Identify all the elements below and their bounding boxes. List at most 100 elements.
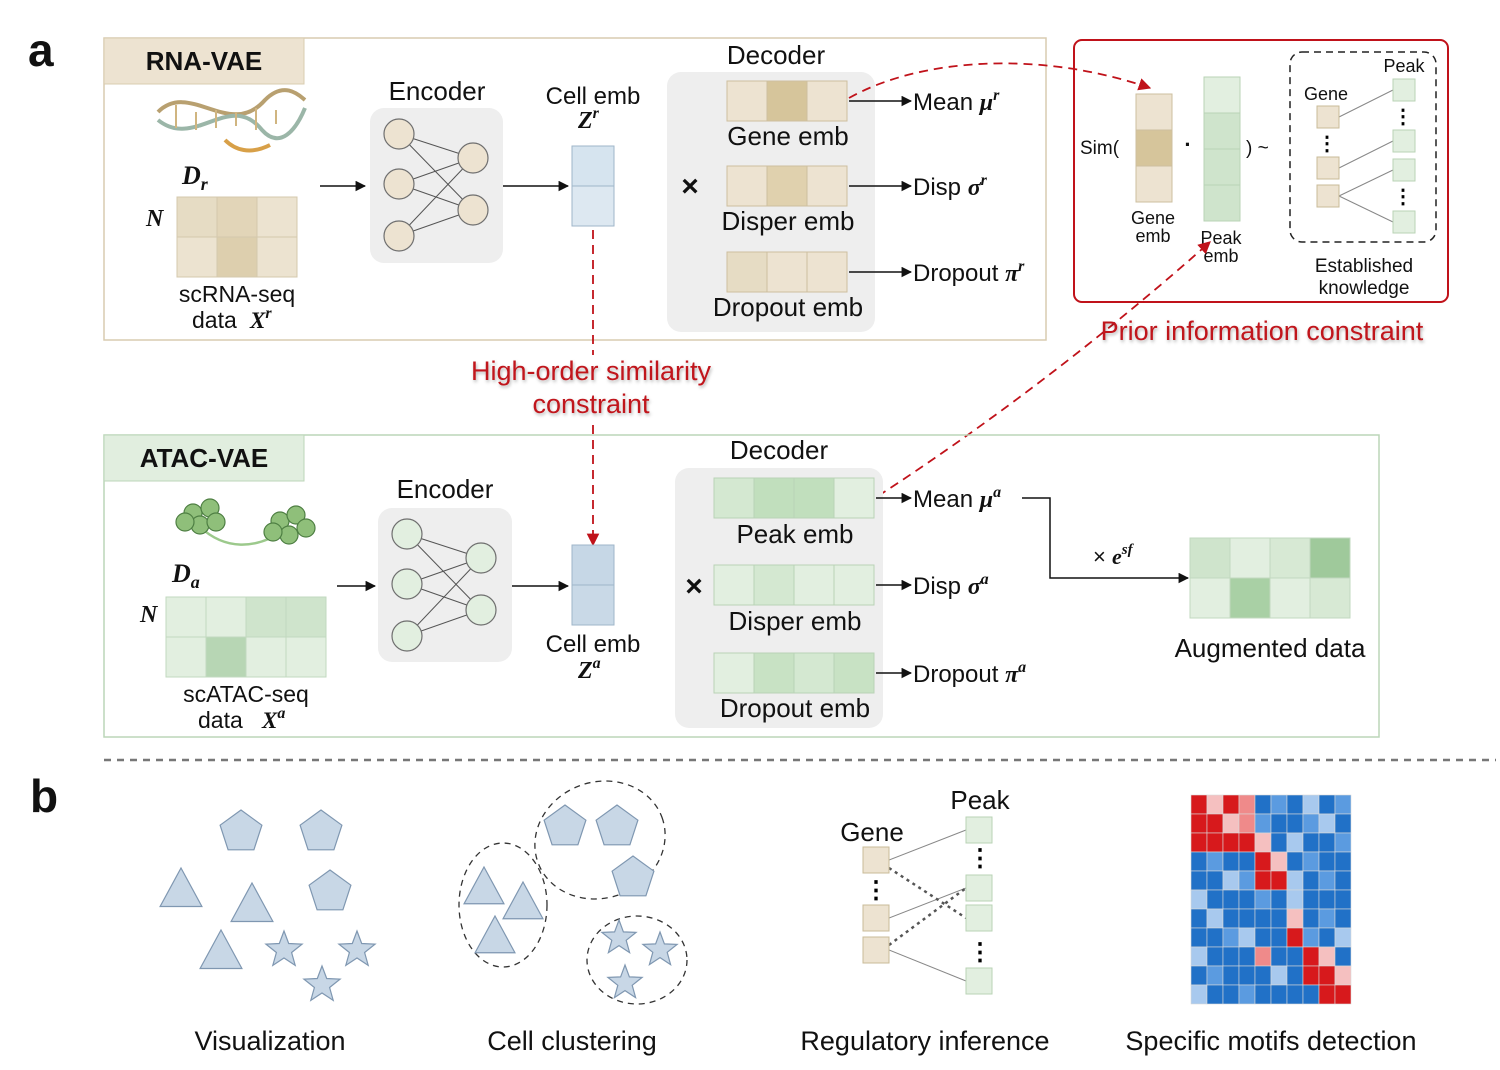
rna-vae-title-box bbox=[103, 37, 305, 85]
matrix-cell bbox=[176, 196, 218, 238]
atac-vae-title: ATAC-VAE bbox=[140, 443, 269, 473]
heatmap-cell bbox=[1286, 851, 1304, 872]
heatmap-cell bbox=[1238, 965, 1256, 986]
rna-data-var: Xr bbox=[249, 305, 272, 333]
heatmap-cell bbox=[1318, 832, 1336, 853]
gene-node bbox=[1316, 105, 1340, 129]
rna-n-label: N bbox=[145, 206, 165, 232]
high-order-label-line2: constraint bbox=[532, 389, 650, 419]
motifs-label: Specific motifs detection bbox=[1125, 1026, 1416, 1056]
heatmap-cell bbox=[1302, 813, 1320, 834]
panel-b-label: b bbox=[30, 770, 58, 822]
emb-cell bbox=[726, 165, 768, 207]
nucleosome bbox=[206, 512, 226, 532]
rna-cell-emb-var: Zr bbox=[577, 105, 600, 134]
regulatory-graph: ⋮⋮⋮ bbox=[862, 816, 993, 995]
gene-node bbox=[862, 846, 890, 874]
heatmap-cell bbox=[1334, 889, 1352, 910]
rna-decoder-label: Decoder bbox=[727, 40, 826, 70]
heatmap-cell bbox=[1206, 832, 1224, 853]
peak-node bbox=[965, 816, 993, 844]
heatmap-cell bbox=[1254, 946, 1272, 967]
rna-dropout-emb-label: Dropout emb bbox=[713, 292, 863, 322]
pentagon-icon bbox=[299, 809, 343, 851]
heatmap-cell bbox=[1190, 984, 1208, 1005]
prior-gene-emb-label-l2: emb bbox=[1135, 226, 1170, 246]
heatmap-cell bbox=[1254, 984, 1272, 1005]
emb-cell bbox=[833, 652, 875, 694]
heatmap-cell bbox=[1270, 984, 1288, 1005]
rna-disper-emb-row bbox=[726, 165, 848, 207]
heatmap-cell bbox=[1270, 927, 1288, 948]
rna-vae-title: RNA-VAE bbox=[146, 46, 263, 76]
emb-cell bbox=[1203, 148, 1241, 186]
emb-cell bbox=[1203, 112, 1241, 150]
heatmap-cell bbox=[1270, 889, 1288, 910]
heatmap-cell bbox=[1222, 889, 1240, 910]
heatmap-cell bbox=[1238, 984, 1256, 1005]
heatmap-cell bbox=[1286, 908, 1304, 929]
prior-information-constraint-label: Prior information constraint bbox=[1101, 316, 1424, 346]
prior-peak-emb-label-l1: Peak bbox=[1200, 228, 1242, 248]
matrix-cell bbox=[256, 236, 298, 278]
cluster-outline bbox=[458, 842, 548, 968]
heatmap-cell bbox=[1254, 889, 1272, 910]
atac-dropout-output: Dropout πa bbox=[913, 659, 1026, 688]
atac-vae-title-box bbox=[103, 434, 305, 482]
matrix-cell bbox=[256, 196, 298, 238]
atac-cell-emb-bottom bbox=[571, 584, 615, 626]
heatmap-cell bbox=[1254, 908, 1272, 929]
matrix-cell bbox=[1189, 537, 1231, 579]
matrix-cell bbox=[165, 596, 207, 638]
matrix-cell bbox=[216, 196, 258, 238]
atac-cell-emb-var: Za bbox=[577, 655, 601, 684]
augmented-data-matrix bbox=[1189, 537, 1351, 619]
heatmap-cell bbox=[1286, 870, 1304, 891]
nucleosome bbox=[279, 525, 299, 545]
heatmap-cell bbox=[1190, 927, 1208, 948]
heatmap-cell bbox=[1270, 946, 1288, 967]
star-icon bbox=[606, 963, 644, 999]
emb-cell bbox=[726, 251, 768, 293]
rna-encoder-label: Encoder bbox=[389, 76, 486, 106]
heatmap-cell bbox=[1190, 908, 1208, 929]
visualization-scatter bbox=[159, 809, 377, 1002]
heatmap-cell bbox=[1302, 832, 1320, 853]
heatmap-cell bbox=[1254, 870, 1272, 891]
motif-heatmap bbox=[1190, 794, 1352, 1005]
emb-cell bbox=[753, 652, 795, 694]
knowledge-edge bbox=[1338, 195, 1394, 223]
knowledge-edge bbox=[1338, 89, 1394, 118]
heatmap-cell bbox=[1190, 870, 1208, 891]
heatmap-cell bbox=[1318, 908, 1336, 929]
triangle-icon bbox=[230, 881, 274, 923]
pentagon-icon bbox=[308, 869, 352, 911]
matrix-cell bbox=[165, 636, 207, 678]
heatmap-cell bbox=[1334, 908, 1352, 929]
atac-disper-emb-row bbox=[713, 564, 875, 606]
atac-data-label-line2: data bbox=[198, 707, 243, 733]
heatmap-cell bbox=[1206, 965, 1224, 986]
encoder-node bbox=[383, 220, 415, 252]
rna-data-matrix bbox=[176, 196, 298, 278]
rna-mean-output: Mean μr bbox=[913, 87, 1000, 116]
encoder-node bbox=[457, 142, 489, 174]
rna-disper-emb-label: Disper emb bbox=[722, 206, 855, 236]
emb-cell bbox=[793, 652, 835, 694]
regulation-edge bbox=[888, 949, 967, 982]
peak-node bbox=[1392, 129, 1416, 153]
nucleosome bbox=[263, 522, 283, 542]
rna-gene-emb-row bbox=[726, 80, 848, 122]
gene-node bbox=[1316, 156, 1340, 180]
heatmap-cell bbox=[1190, 813, 1208, 834]
pentagon-icon bbox=[611, 855, 655, 897]
matrix-cell bbox=[205, 636, 247, 678]
encoder-node bbox=[383, 168, 415, 200]
encoder-node bbox=[391, 518, 423, 550]
visualization-label: Visualization bbox=[194, 1026, 345, 1056]
nucleosome bbox=[286, 505, 306, 525]
prior-dot: · bbox=[1184, 132, 1191, 157]
matrix-cell bbox=[1309, 577, 1351, 619]
matrix-cell bbox=[205, 596, 247, 638]
